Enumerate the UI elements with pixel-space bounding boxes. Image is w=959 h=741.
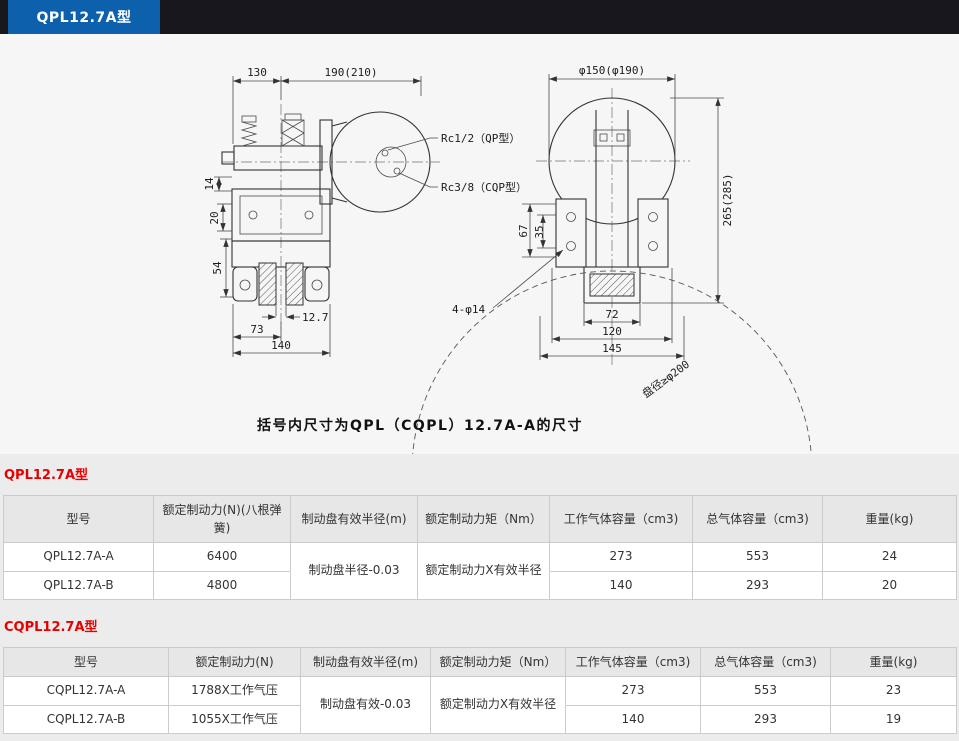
dim-120: 120 — [602, 325, 622, 338]
header-cell: 总气体容量（cm3) — [692, 495, 823, 543]
cell-model: QPL12.7A-B — [3, 570, 154, 601]
cell-model: CQPL12.7A-A — [3, 676, 169, 706]
cell-weight: 23 — [830, 676, 957, 706]
qpl-spec-table: 型号 额定制动力(N)(八根弹簧) 制动盘有效半径(m) 额定制动力矩（Nm） … — [3, 495, 957, 601]
header-cell: 型号 — [3, 495, 154, 543]
header-cell: 额定制动力(N)(八根弹簧) — [153, 495, 291, 543]
cell-work-volume: 140 — [549, 570, 693, 601]
table-row: QPL12.7A-B 4800 140 293 20 — [3, 570, 957, 601]
header-cell: 额定制动力(N) — [168, 647, 301, 678]
dim-phi150: φ150(φ190) — [579, 64, 645, 77]
cell-torque-merged: 额定制动力X有效半径 — [430, 676, 566, 735]
cell-work-volume: 140 — [565, 704, 701, 735]
drawing-canvas: 130 190(210) Rc1/2（QP型） Rc3/8（CQP型） — [203, 64, 812, 454]
dim-54: 54 — [211, 261, 224, 275]
section-tab[interactable]: QPL12.7A型 — [8, 0, 160, 34]
dim-67: 67 — [517, 224, 530, 237]
top-header-bar: QPL12.7A型 — [0, 0, 959, 34]
dim-145: 145 — [602, 342, 622, 355]
header-cell: 工作气体容量（cm3) — [565, 647, 701, 678]
header-cell: 型号 — [3, 647, 169, 678]
header-cell: 额定制动力矩（Nm） — [417, 495, 550, 543]
cell-force: 1788X工作气压 — [168, 676, 301, 706]
section-heading-qpl: QPL12.7A型 — [4, 468, 88, 483]
header-cell: 重量(kg) — [822, 495, 957, 543]
cell-torque-merged: 额定制动力X有效半径 — [417, 541, 550, 601]
cell-weight: 19 — [830, 704, 957, 735]
cell-total-volume: 293 — [700, 704, 831, 735]
dim-35: 35 — [533, 225, 546, 238]
table-row: CQPL12.7A-B 1055X工作气压 140 293 19 — [3, 704, 957, 735]
cell-model: CQPL12.7A-B — [3, 704, 169, 735]
label-rc12: Rc1/2（QP型） — [441, 131, 520, 145]
cell-force: 1055X工作气压 — [168, 704, 301, 735]
section-heading-cqpl: CQPL12.7A型 — [4, 620, 98, 636]
cell-radius-merged: 制动盘半径-0.03 — [290, 541, 418, 601]
dim-73: 73 — [250, 323, 263, 336]
cell-force: 6400 — [153, 542, 291, 572]
dim-72: 72 — [605, 308, 618, 321]
section-qpl: QPL12.7A型 型号 额定制动力(N)(八根弹簧) 制动盘有效半径(m) 额… — [0, 454, 959, 601]
left-view: 130 190(210) Rc1/2（QP型） Rc3/8（CQP型） — [203, 66, 527, 357]
dim-130: 130 — [247, 66, 267, 79]
cell-work-volume: 273 — [565, 676, 701, 706]
cell-radius-merged: 制动盘有效-0.03 — [300, 676, 431, 735]
header-cell: 总气体容量（cm3) — [700, 647, 831, 678]
cell-model: QPL12.7A-A — [3, 542, 154, 572]
right-view: φ150(φ190) 67 35 — [412, 64, 812, 454]
table-row: CQPL12.7A-A 1788X工作气压 制动盘有效-0.03 额定制动力X有… — [3, 676, 957, 735]
dim-140: 140 — [271, 339, 291, 352]
dim-190-210: 190(210) — [325, 66, 378, 79]
header-cell: 工作气体容量（cm3) — [549, 495, 693, 543]
disc-diameter-note: 盘径≥φ200 — [639, 357, 692, 401]
section-cqpl: CQPL12.7A型 型号 额定制动力(N) 制动盘有效半径(m) 额定制动力矩… — [0, 600, 959, 735]
header-cell: 制动盘有效半径(m) — [300, 647, 431, 678]
cell-total-volume: 553 — [692, 542, 823, 572]
dim-12-7: 12.7 — [302, 311, 329, 324]
header-cell: 制动盘有效半径(m) — [290, 495, 418, 543]
table-header-row: 型号 额定制动力(N) 制动盘有效半径(m) 额定制动力矩（Nm） 工作气体容量… — [3, 647, 957, 678]
cell-total-volume: 293 — [692, 570, 823, 601]
table-header-row: 型号 额定制动力(N)(八根弹簧) 制动盘有效半径(m) 额定制动力矩（Nm） … — [3, 495, 957, 543]
table-row: QPL12.7A-A 6400 制动盘半径-0.03 额定制动力X有效半径 27… — [3, 541, 957, 601]
header-cell: 重量(kg) — [830, 647, 957, 678]
dim-265-285: 265(285) — [721, 174, 734, 227]
cell-weight: 24 — [822, 542, 957, 572]
cell-weight: 20 — [822, 570, 957, 601]
drawing-caption: 括号内尺寸为QPL（CQPL）12.7A-A的尺寸 — [257, 417, 583, 434]
cell-total-volume: 553 — [700, 676, 831, 706]
header-cell: 额定制动力矩（Nm） — [430, 647, 566, 678]
technical-drawing: 130 190(210) Rc1/2（QP型） Rc3/8（CQP型） — [0, 34, 959, 454]
cell-work-volume: 273 — [549, 542, 693, 572]
cqpl-spec-table: 型号 额定制动力(N) 制动盘有效半径(m) 额定制动力矩（Nm） 工作气体容量… — [3, 647, 957, 735]
dim-4-phi14: 4-φ14 — [452, 303, 485, 316]
label-rc38: Rc3/8（CQP型） — [441, 180, 527, 194]
dim-14: 14 — [203, 177, 216, 191]
cell-force: 4800 — [153, 570, 291, 601]
dim-20: 20 — [208, 211, 221, 224]
